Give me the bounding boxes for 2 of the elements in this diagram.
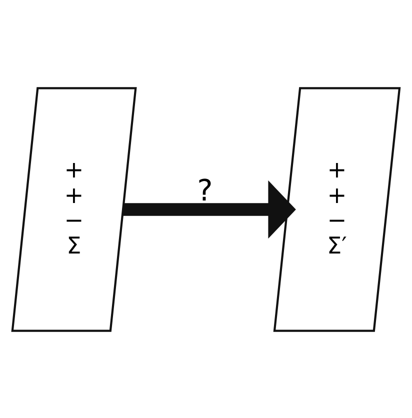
arrow xyxy=(123,180,296,238)
edge-label: ? xyxy=(197,172,213,207)
